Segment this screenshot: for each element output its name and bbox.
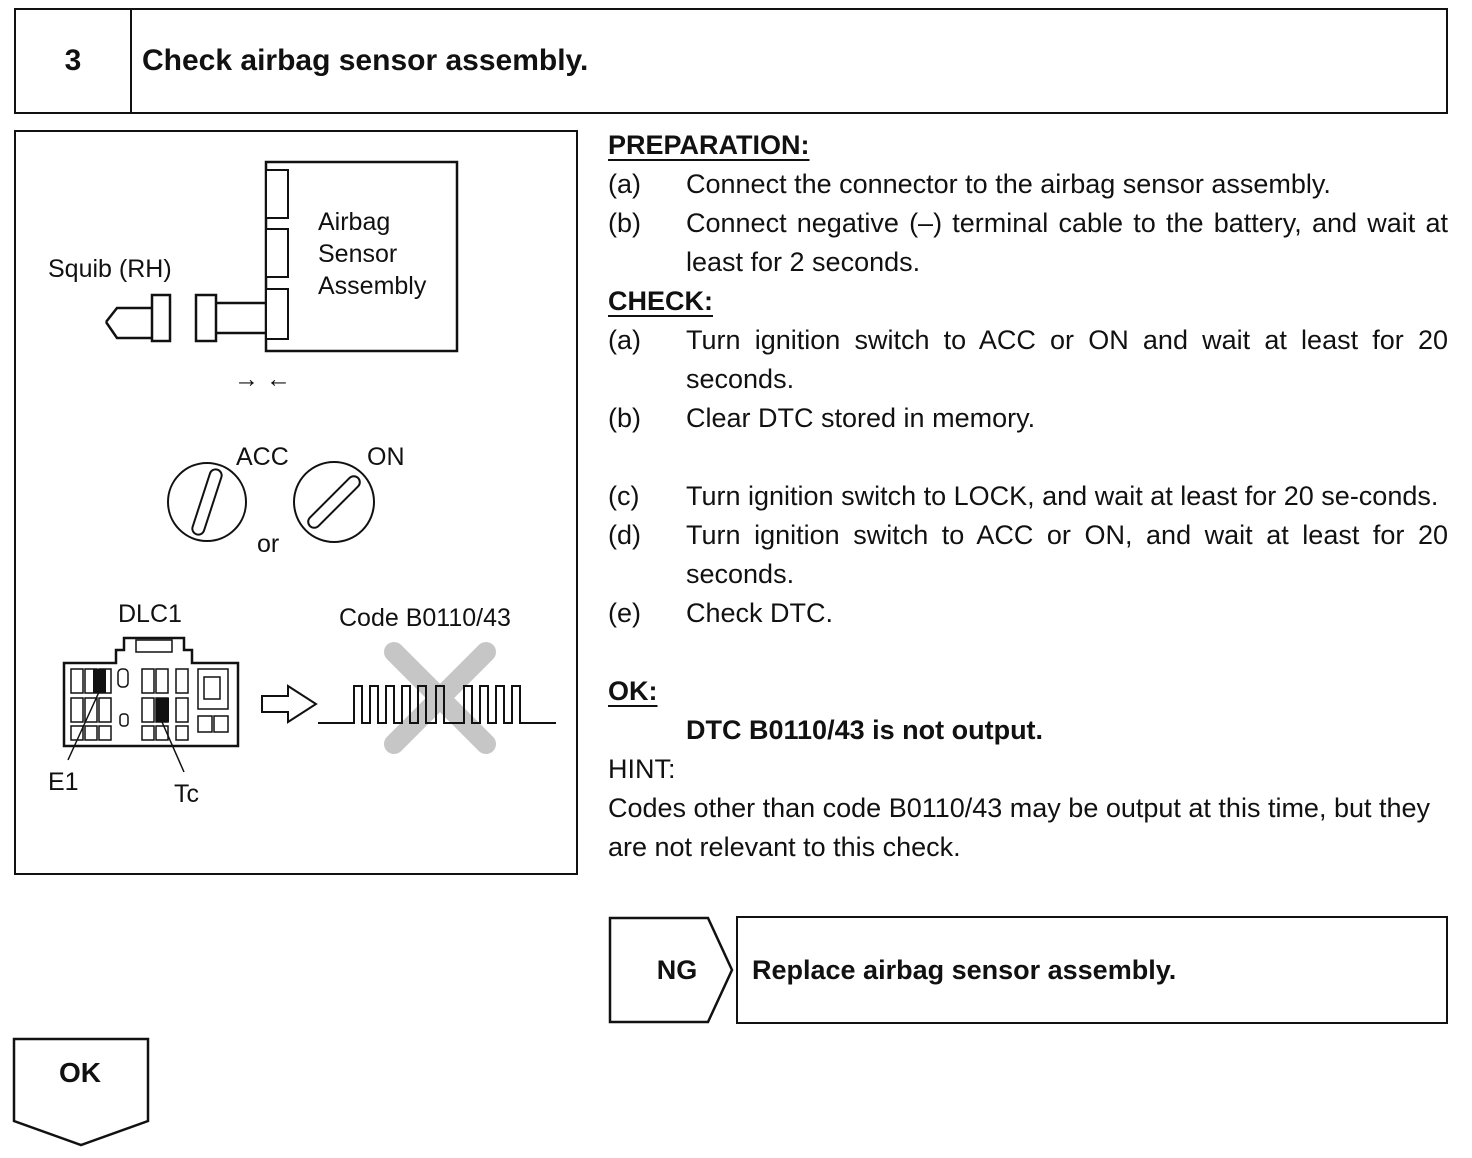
- sensor-connector-slot: [265, 169, 289, 219]
- e1-terminal: [93, 669, 106, 693]
- sensor-label-line: Airbag: [318, 208, 390, 236]
- list-item: (b) Connect negative (–) terminal cable …: [608, 204, 1448, 282]
- output-arrow-icon: [261, 684, 318, 724]
- ng-arrow-shape: [608, 916, 734, 1024]
- step-text: Turn ignition switch to LOCK, and wait a…: [686, 481, 1439, 511]
- check-heading: CHECK:: [608, 286, 713, 316]
- e1-leader: [67, 691, 100, 761]
- instructions: PREPARATION: (a) Connect the connector t…: [608, 126, 1448, 867]
- list-item: (a) Turn ignition switch to ACC or ON an…: [608, 321, 1448, 399]
- diagram-svg: Airbag Sensor Assembly Squib (RH) → ← AC…: [48, 160, 556, 808]
- acc-label: ACC: [236, 443, 289, 471]
- ignition-key-slot: [307, 475, 361, 529]
- ok-heading: OK:: [608, 676, 658, 706]
- step-label: (c): [608, 481, 640, 511]
- or-label: or: [257, 530, 279, 558]
- tc-leader: [161, 721, 185, 773]
- on-label: ON: [367, 443, 405, 471]
- list-item: (c) Turn ignition switch to LOCK, and wa…: [608, 477, 1448, 516]
- step-text: Check DTC.: [686, 598, 834, 628]
- step-label: (a): [608, 169, 641, 199]
- preparation-heading: PREPARATION:: [608, 130, 810, 160]
- step-label: (d): [608, 520, 641, 550]
- list-item: (e) Check DTC.: [608, 594, 1448, 633]
- ignition-switch-acc: [167, 462, 247, 542]
- squib-plug: [104, 306, 152, 340]
- connect-arrows: → ←: [234, 365, 291, 393]
- step-text: Connect the connector to the airbag sens…: [686, 169, 1331, 199]
- ok-arrow-shape: [12, 1037, 150, 1147]
- ignition-switch-on: [293, 461, 375, 543]
- diagram-figure: Airbag Sensor Assembly Squib (RH) → ← AC…: [14, 130, 578, 875]
- ok-label: OK: [59, 1057, 101, 1088]
- hint-label: HINT:: [608, 754, 676, 784]
- list-item: (d) Turn ignition switch to ACC or ON, a…: [608, 516, 1448, 594]
- sensor-connector-slot: [265, 228, 289, 278]
- step-title: Check airbag sensor assembly.: [142, 44, 589, 77]
- step-label: (a): [608, 325, 641, 355]
- tc-label: Tc: [174, 780, 199, 808]
- dlc-label: DLC1: [118, 600, 182, 628]
- e1-label: E1: [48, 768, 79, 796]
- step-label: (b): [608, 208, 641, 238]
- dlc1-latch: [135, 639, 173, 653]
- sensor-connector-slot: [265, 288, 289, 340]
- ng-label: NG: [656, 954, 698, 985]
- step-label: (b): [608, 403, 641, 433]
- tc-terminal: [156, 698, 169, 722]
- step-number: 3: [16, 10, 132, 112]
- sensor-label-line: Assembly: [318, 272, 427, 300]
- ok-result: DTC B0110/43 is not output.: [686, 715, 1044, 745]
- step-text: Clear DTC stored in memory.: [686, 403, 1036, 433]
- ok-branch: OK: [12, 1037, 152, 1149]
- list-item: (b) Clear DTC stored in memory.: [608, 399, 1448, 438]
- harness-connector: [194, 293, 218, 343]
- hint-text: Codes other than code B0110/43 may be ou…: [608, 793, 1431, 862]
- step-text: Turn ignition switch to ACC or ON, and w…: [686, 520, 1448, 589]
- code-label: Code B0110/43: [339, 604, 511, 632]
- sensor-label-line: Sensor: [318, 240, 397, 268]
- list-item: (a) Connect the connector to the airbag …: [608, 165, 1448, 204]
- ng-branch: NG Replace airbag sensor assembly.: [608, 916, 1448, 1024]
- step-header: 3 Check airbag sensor assembly.: [14, 8, 1448, 114]
- ng-action: Replace airbag sensor assembly.: [736, 916, 1448, 1024]
- crossed-out-icon: [384, 642, 496, 754]
- ng-action-text: Replace airbag sensor assembly.: [752, 954, 1177, 985]
- ignition-key-slot: [191, 468, 223, 536]
- step-label: (e): [608, 598, 641, 628]
- squib-label: Squib (RH): [48, 255, 172, 283]
- squib-connector: [150, 293, 172, 343]
- step-text: Connect negative (–) terminal cable to t…: [686, 208, 1448, 277]
- step-text: Turn ignition switch to ACC or ON and wa…: [686, 325, 1448, 394]
- code-waveform: [318, 685, 556, 724]
